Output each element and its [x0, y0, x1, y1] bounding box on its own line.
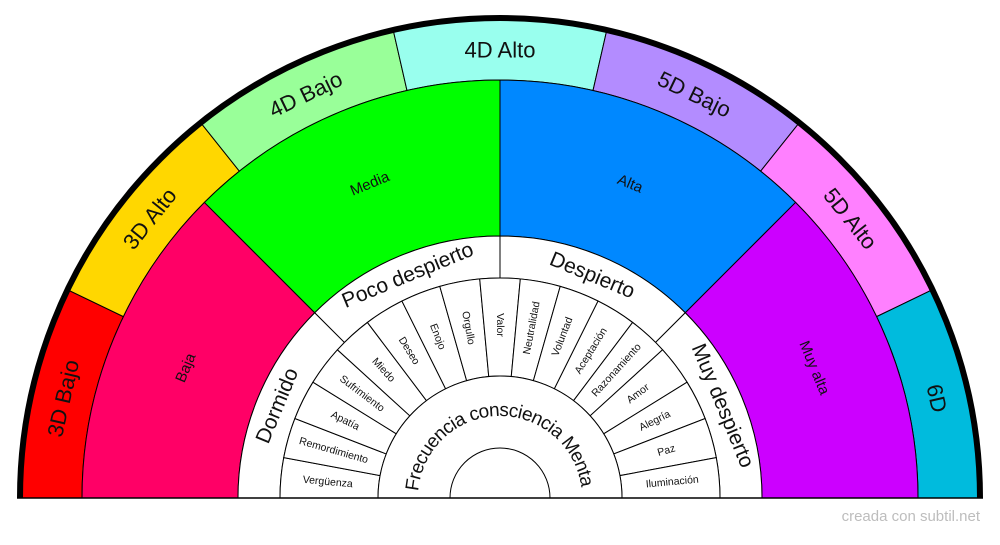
center-band	[377, 375, 623, 499]
level-label: Vergüenza	[302, 474, 353, 491]
level-label: Paz	[656, 442, 677, 458]
level-label: Valor	[494, 313, 506, 337]
level-label: Iluminación	[645, 474, 699, 491]
outer-border	[17, 15, 983, 499]
credit-text: creada con subtil.net	[841, 508, 980, 525]
outer-ring-label: 4D Alto	[465, 38, 536, 63]
outer-ring-label: 6D	[921, 382, 952, 415]
